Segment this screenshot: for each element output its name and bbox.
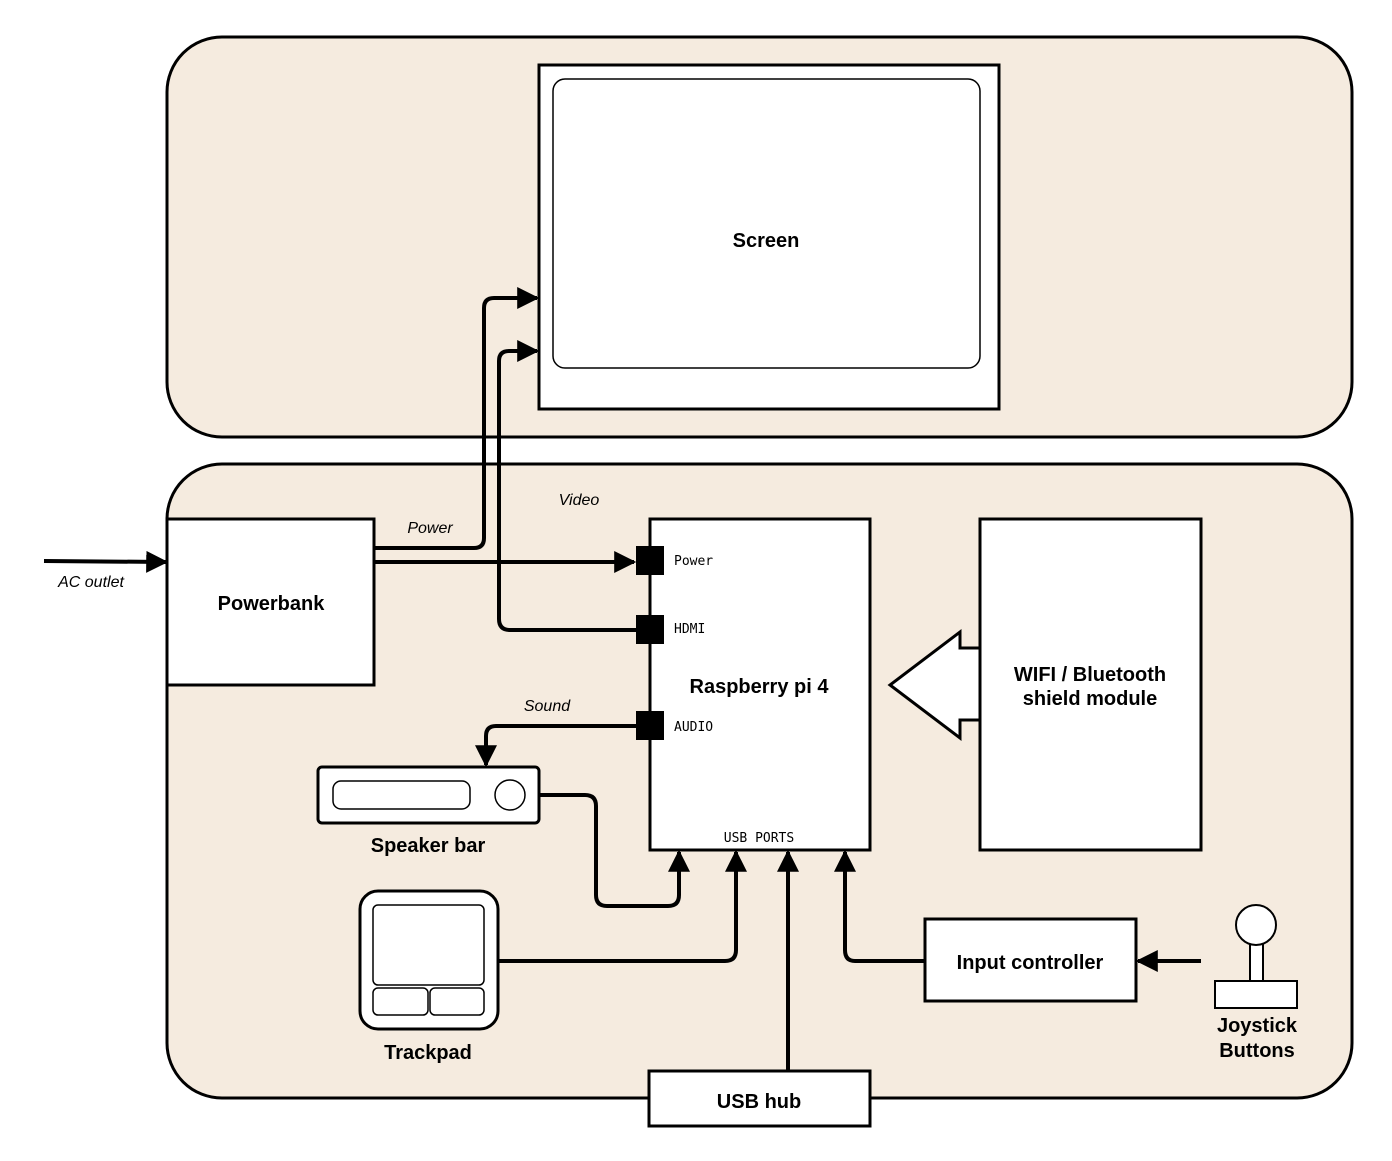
hdmi-port-label: HDMI: [674, 622, 705, 637]
powerbank-node: Powerbank: [165, 517, 376, 687]
power-port-label: Power: [674, 554, 713, 569]
powerbank-to-screen-power-edge: [374, 287, 540, 550]
input-controller-label: Input controller: [957, 952, 1104, 974]
input-controller-node: Input controller: [923, 917, 1138, 1003]
joystick-label-line1: Joystick: [1217, 1015, 1298, 1037]
pi-hdmi-to-screen-edge: [497, 340, 636, 632]
powerbank-label: Powerbank: [218, 593, 326, 615]
usb-hub-node: USB hub: [647, 1069, 872, 1128]
ac-outlet-label: AC outlet: [57, 574, 124, 591]
joystick-label-line2: Buttons: [1219, 1040, 1295, 1062]
pi-audio-to-speaker-edge: [475, 724, 636, 768]
joystick-icon: [1214, 904, 1298, 1009]
trackpad-label: Trackpad: [384, 1042, 472, 1064]
raspberry-pi-node: Raspberry pi 4 Power HDMI AUDIO USB PORT…: [636, 517, 872, 852]
screen-label: Screen: [733, 230, 800, 252]
screen-node: Screen: [537, 63, 1001, 411]
wifi-module-label-line1: WIFI / Bluetooth: [1014, 664, 1166, 686]
wifi-module-label-line2: shield module: [1023, 688, 1157, 710]
raspberry-pi-label: Raspberry pi 4: [690, 676, 830, 698]
speaker-bar-icon: [316, 765, 541, 825]
speaker-to-pi-usb-edge: [539, 793, 690, 908]
wifi-module-node: WIFI / Bluetooth shield module: [978, 517, 1203, 852]
ac-outlet-edge: [43, 550, 169, 573]
power-edge-label: Power: [407, 520, 453, 537]
audio-port: [636, 711, 664, 740]
audio-port-label: AUDIO: [674, 720, 713, 735]
wifi-to-pi-arrow: [887, 628, 982, 742]
speaker-bar-label: Speaker bar: [371, 835, 486, 857]
usb-hub-label: USB hub: [717, 1091, 801, 1113]
video-edge-label: Video: [559, 492, 600, 509]
power-port: [636, 546, 664, 575]
input-controller-to-pi-usb-edge: [834, 849, 925, 963]
usb-ports-label: USB PORTS: [724, 831, 794, 846]
trackpad-to-pi-usb-edge: [498, 849, 747, 963]
hdmi-port: [636, 615, 664, 644]
trackpad-icon: [358, 889, 500, 1031]
sound-edge-label: Sound: [524, 698, 571, 715]
